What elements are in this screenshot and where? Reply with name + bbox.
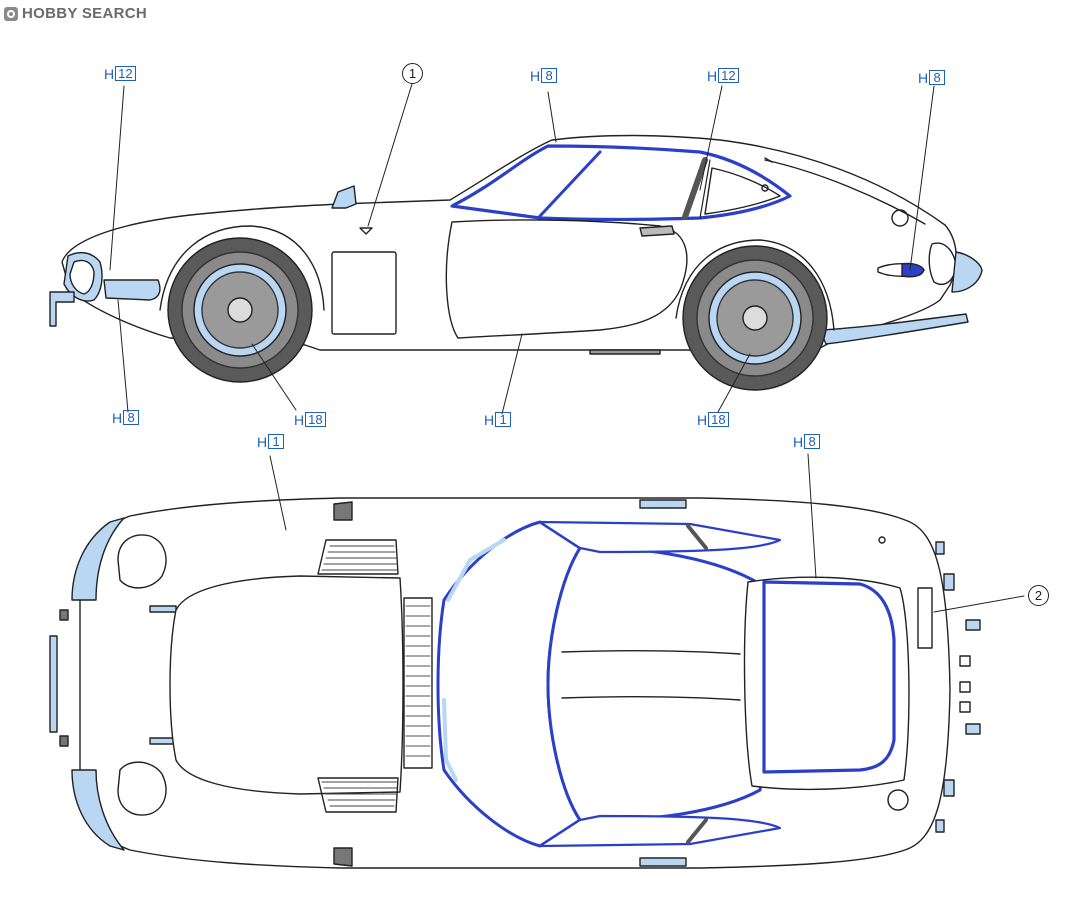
hobby-search-logo: HOBBY SEARCH — [4, 5, 147, 22]
callout-h18-front-wheel: H 18 — [294, 412, 326, 427]
callout-h1-top-body: H 1 — [257, 434, 285, 449]
top-view-car — [49, 453, 1025, 869]
circled-label-2: 2 — [1028, 585, 1049, 606]
callout-h8-rear-lamp: H 8 — [918, 70, 946, 85]
callout-h12-front-lamp: H 12 — [104, 66, 136, 81]
circled-label-1: 1 — [402, 63, 423, 84]
callout-h1-body: H 1 — [484, 412, 512, 427]
logo-icon — [4, 6, 18, 21]
side-view-car — [49, 83, 983, 415]
callout-h12-window-pillar: H 12 — [707, 68, 739, 83]
callout-h8-roof-trim: H 8 — [530, 68, 558, 83]
callout-h8-rear-hatch: H 8 — [793, 434, 821, 449]
callout-h8-front-lower: H 8 — [112, 410, 140, 425]
logo-text: HOBBY SEARCH — [22, 5, 148, 22]
callout-h18-rear-wheel: H 18 — [697, 412, 729, 427]
